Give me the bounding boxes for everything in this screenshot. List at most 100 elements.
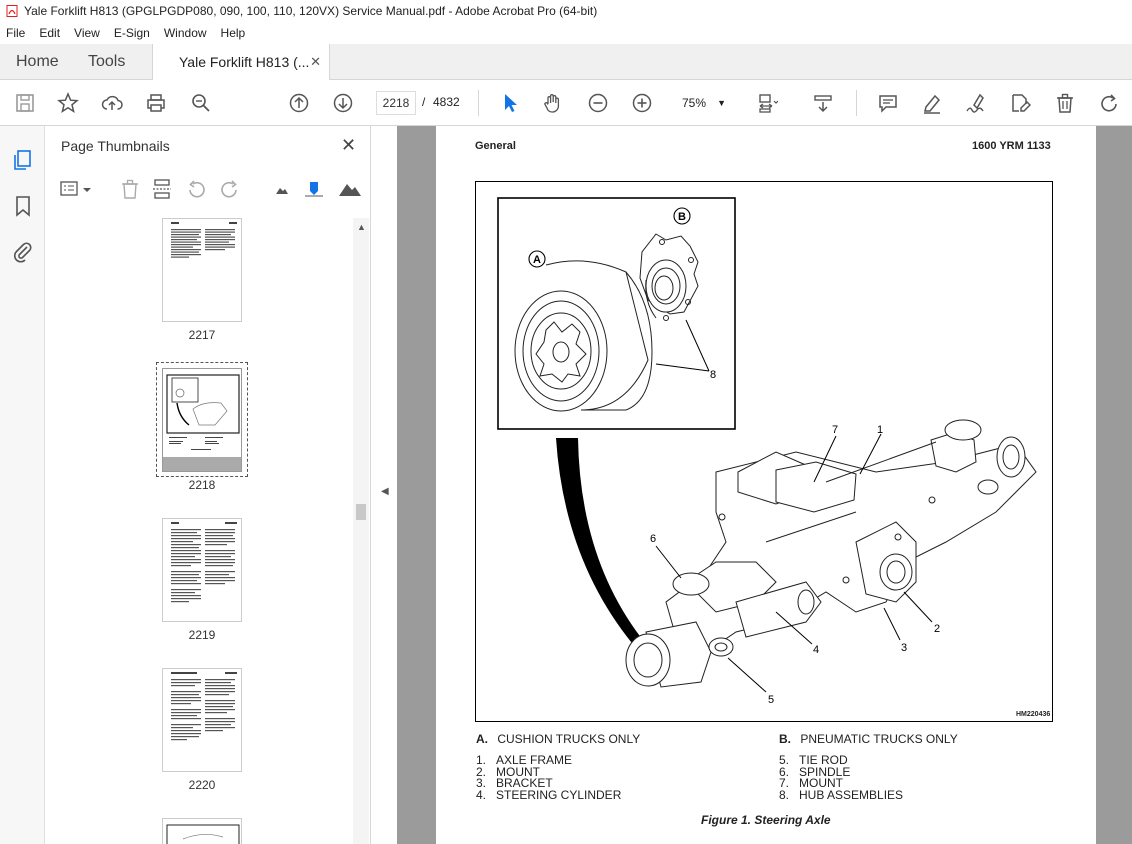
page-header-section: General: [475, 140, 516, 152]
rotate-left-icon[interactable]: [185, 178, 207, 200]
rotate-right-icon[interactable]: [219, 178, 241, 200]
comment-icon[interactable]: [876, 91, 900, 115]
inset-pointer: [556, 438, 646, 648]
attachment-icon[interactable]: [11, 240, 35, 264]
panel-title: Page Thumbnails: [61, 138, 170, 154]
upload-cloud-icon[interactable]: [100, 91, 124, 115]
tab-home[interactable]: Home: [16, 53, 59, 70]
insert-page-icon[interactable]: [151, 178, 173, 200]
collapse-panel-handle[interactable]: ◀: [371, 126, 397, 844]
left-rail: [0, 126, 45, 844]
tab-document[interactable]: Yale Forklift H813 (... ✕: [152, 44, 330, 81]
next-page-icon[interactable]: [331, 91, 355, 115]
print-icon[interactable]: [144, 91, 168, 115]
select-cursor-icon[interactable]: [498, 91, 522, 115]
legend-a-text: CUSHION TRUCKS ONLY: [497, 732, 641, 746]
thumbnail-preview: [171, 222, 237, 258]
pdf-page: General 1600 YRM 1133: [436, 126, 1096, 844]
scrollbar-thumb[interactable]: [356, 504, 366, 520]
list-item: 2.MOUNT: [476, 764, 540, 779]
callout-7: 7: [832, 424, 838, 436]
thumbnail-label: 2219: [188, 628, 216, 642]
figure-id: HM220436: [1016, 711, 1051, 718]
edit-pdf-icon[interactable]: [1008, 91, 1032, 115]
close-tab-icon[interactable]: ✕: [310, 54, 321, 69]
window-title: Yale Forklift H813 (GPGLPGDP080, 090, 10…: [24, 4, 598, 18]
figure-caption: Figure 1. Steering Axle: [701, 813, 831, 827]
acrobat-icon: [6, 5, 18, 17]
thumbnail-small-icon[interactable]: [271, 178, 293, 200]
tab-document-label: Yale Forklift H813 (...: [179, 54, 310, 70]
draw-signature-icon[interactable]: [964, 91, 988, 115]
callout-3: 3: [901, 642, 907, 654]
panel-toolbar: [59, 178, 365, 202]
callout-b: B: [678, 211, 686, 223]
page-thumbnail-2217[interactable]: [162, 218, 242, 322]
list-item: 3.BRACKET: [476, 776, 553, 790]
chevron-up-icon[interactable]: ▲: [357, 222, 366, 232]
title-bar: Yale Forklift H813 (GPGLPGDP080, 090, 10…: [0, 0, 1132, 22]
thumbnail-preview: [171, 672, 237, 741]
zoom-search-icon[interactable]: [189, 91, 213, 115]
thumbnail-scrollbar[interactable]: ▲: [353, 218, 369, 844]
chevron-left-icon[interactable]: ◀: [381, 486, 389, 497]
callout-1: 1: [877, 424, 883, 436]
page-number-input[interactable]: 2218: [376, 91, 416, 115]
callout-8: 8: [710, 369, 716, 381]
legend-b-text: PNEUMATIC TRUCKS ONLY: [800, 732, 958, 746]
save-icon[interactable]: [13, 91, 37, 115]
highlight-pen-icon[interactable]: [920, 91, 944, 115]
list-item: 7.MOUNT: [779, 776, 843, 790]
page-thumbnail-next[interactable]: [162, 818, 242, 844]
callout-6: 6: [650, 533, 656, 545]
steering-axle-drawing: A B 8: [497, 197, 1037, 706]
menu-esign[interactable]: E-Sign: [113, 26, 150, 40]
menu-help[interactable]: Help: [220, 26, 246, 40]
legend-a-key: A.: [476, 732, 488, 746]
thumbnail-options-icon[interactable]: [59, 178, 81, 200]
thumbnail-label: 2220: [188, 778, 216, 792]
page-fit-icon[interactable]: [755, 91, 779, 115]
menu-edit[interactable]: Edit: [39, 26, 61, 40]
menu-view[interactable]: View: [74, 26, 100, 40]
scrolling-mode-icon[interactable]: [811, 91, 835, 115]
delete-page-icon[interactable]: [119, 178, 141, 200]
bookmark-icon[interactable]: [11, 194, 35, 218]
menu-window[interactable]: Window: [163, 26, 207, 40]
tab-bar: Home Tools Yale Forklift H813 (... ✕: [0, 44, 1132, 81]
callout-4: 4: [813, 644, 819, 656]
menu-file[interactable]: File: [6, 26, 26, 40]
trash-icon[interactable]: [1053, 91, 1077, 115]
page-thumbnails-icon[interactable]: [11, 148, 35, 172]
zoom-out-icon[interactable]: [586, 91, 610, 115]
page-total: 4832: [433, 95, 460, 109]
tab-tools[interactable]: Tools: [88, 53, 126, 70]
previous-page-icon[interactable]: [287, 91, 311, 115]
star-icon[interactable]: [56, 91, 80, 115]
page-thumbnail-2220[interactable]: [162, 668, 242, 772]
legend-b: B. PNEUMATIC TRUCKS ONLY: [779, 732, 958, 746]
zoom-in-icon[interactable]: [630, 91, 654, 115]
close-panel-icon[interactable]: ✕: [341, 135, 357, 155]
thumbnail-size-slider-icon[interactable]: [303, 178, 325, 200]
thumbnail-preview: [171, 522, 237, 603]
callout-5: 5: [768, 694, 774, 706]
thumbnail-selection-outline: [156, 362, 248, 477]
main-toolbar: 2218 / 4832 75% ▼: [0, 80, 1132, 126]
zoom-level-dropdown[interactable]: 75% ▼: [672, 91, 734, 115]
thumbnail-list: 2217 2218: [45, 218, 355, 844]
page-thumbnail-2218[interactable]: [162, 368, 242, 472]
pneumatic-hub-drawing: [639, 233, 699, 321]
redo-rotate-icon[interactable]: [1097, 91, 1121, 115]
page-thumbnail-2219[interactable]: [162, 518, 242, 622]
thumbnail-preview: [163, 369, 241, 471]
list-item: 6.SPINDLE: [779, 764, 851, 779]
cushion-hub-drawing: [514, 260, 653, 412]
menu-bar: File Edit View E-Sign Window Help: [0, 22, 1132, 44]
hand-tool-icon[interactable]: [541, 91, 565, 115]
chevron-down-icon[interactable]: [81, 178, 93, 200]
parts-list-right: 5.TIE ROD 6.SPINDLE 7.MOUNT 8.HUB ASSEMB…: [779, 754, 903, 801]
list-item: 1.AXLE FRAME: [476, 753, 573, 767]
callout-a: A: [533, 254, 541, 266]
thumbnail-large-icon[interactable]: [337, 178, 363, 200]
